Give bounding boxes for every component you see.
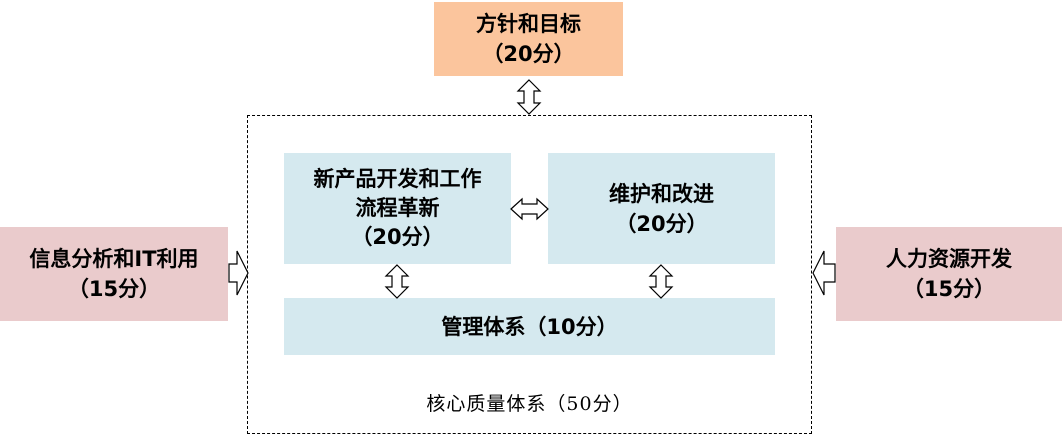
policy-score: （20分）: [482, 42, 575, 66]
hr-to-core-arrow: [812, 250, 836, 296]
maintenance-improvement-box: 维护和改进 （20分）: [548, 153, 775, 264]
policy-core-double-arrow: [516, 79, 542, 115]
new-product-development-box: 新产品开发和工作 流程革新 （20分）: [284, 153, 511, 264]
hr-development-box: 人力资源开发 （15分）: [836, 227, 1062, 321]
info-it-title: 信息分析和IT利用: [29, 247, 199, 271]
new-product-score: （20分）: [351, 225, 444, 249]
management-title: 管理体系（10分）: [441, 314, 618, 339]
policy-objectives-box: 方针和目标 （20分）: [434, 2, 623, 76]
newproduct-management-double-arrow: [384, 264, 410, 299]
maintenance-score: （20分）: [615, 211, 708, 236]
new-product-title-line1: 新产品开发和工作: [313, 167, 482, 191]
info-it-score: （15分）: [67, 277, 161, 301]
newproduct-maintenance-double-arrow: [510, 197, 549, 221]
info-analysis-it-box: 信息分析和IT利用 （15分）: [0, 227, 228, 321]
maintenance-title: 维护和改进: [609, 181, 714, 206]
hr-title: 人力资源开发: [886, 247, 1012, 271]
maintenance-management-double-arrow: [648, 264, 674, 299]
info-to-core-arrow: [228, 250, 249, 296]
core-quality-system-label: 核心质量体系（50分）: [426, 393, 633, 415]
hr-score: （15分）: [902, 277, 996, 301]
new-product-title-line2: 流程革新: [355, 196, 440, 220]
policy-title: 方针和目标: [476, 12, 581, 36]
management-system-box: 管理体系（10分）: [284, 298, 775, 355]
